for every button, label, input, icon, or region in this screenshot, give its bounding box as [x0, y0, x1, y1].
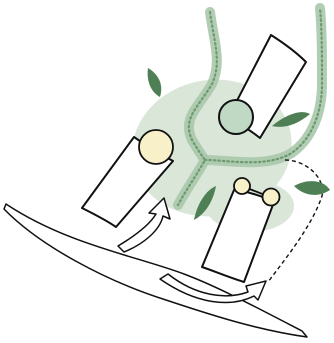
- large-cream-sphere: [139, 130, 173, 164]
- leaf-mark: [148, 68, 162, 97]
- green-sphere: [219, 100, 253, 134]
- leaf-mark: [294, 181, 330, 195]
